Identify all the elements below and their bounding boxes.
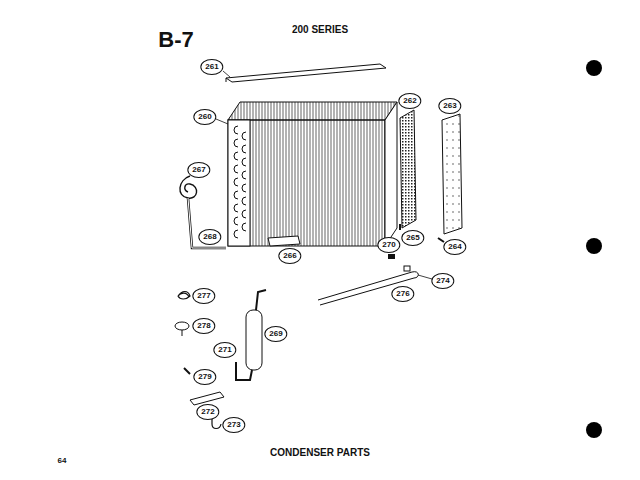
callout-number: 266 (278, 248, 301, 264)
receiver (246, 310, 262, 370)
hairpin-tube (318, 272, 418, 305)
figure-caption: CONDENSER PARTS (270, 448, 370, 458)
callout-number: 271 (213, 342, 236, 358)
callout-number: 270 (377, 237, 400, 253)
return-bends (234, 126, 246, 238)
page-number: 64 (58, 457, 67, 465)
return-bend (242, 210, 246, 218)
leader-line (418, 275, 432, 279)
washer-edge (182, 330, 183, 336)
l-tube (188, 198, 226, 248)
return-bend (242, 171, 246, 179)
l-tube-inner (188, 198, 226, 248)
return-bend (234, 217, 238, 225)
return-bend (242, 223, 246, 231)
pad (268, 236, 300, 246)
coil-tube-sheet (228, 120, 250, 246)
return-bend (234, 165, 238, 173)
nut (388, 254, 395, 259)
callout-number: 263 (438, 98, 461, 114)
tube-loop (180, 176, 197, 198)
return-bend (242, 145, 246, 153)
leader-line (223, 71, 230, 77)
return-bend (234, 139, 238, 147)
punch-hole (586, 238, 602, 254)
callout-number: 260 (193, 109, 216, 125)
callout-number: 274 (431, 273, 454, 289)
return-bend (234, 230, 238, 238)
return-bend (234, 126, 238, 134)
top-bar-edge (226, 78, 227, 82)
return-bend (234, 178, 238, 186)
return-bend (234, 152, 238, 160)
leader-line (216, 119, 228, 124)
screw (438, 238, 444, 242)
callout-number: 272 (196, 404, 219, 420)
coil-front (228, 120, 385, 246)
callout-number: 268 (198, 229, 221, 245)
return-bend (234, 204, 238, 212)
callout-number: 279 (193, 369, 216, 385)
figure-code: B-7 (158, 29, 193, 51)
callout-number: 278 (192, 318, 215, 334)
punch-hole (586, 422, 602, 438)
return-bend (242, 158, 246, 166)
screw (184, 368, 190, 374)
callout-number: 277 (192, 288, 215, 304)
callout-number: 265 (401, 230, 424, 246)
callout-number: 273 (222, 417, 245, 433)
return-bend (234, 191, 238, 199)
coil-end-plate (385, 102, 397, 246)
inlet-tube (256, 290, 266, 310)
callout-number: 267 (187, 162, 210, 178)
coil-top (228, 102, 397, 120)
side-panel (442, 114, 462, 234)
callout-number: 264 (443, 239, 466, 255)
punch-hole (586, 60, 602, 76)
top-bar (226, 64, 386, 82)
spring-clip (178, 292, 190, 300)
washer (175, 322, 189, 330)
filter-screen (400, 110, 416, 228)
callout-number: 269 (264, 326, 287, 342)
outlet-tube (236, 362, 252, 380)
callout-number: 262 (398, 93, 421, 109)
return-bend (242, 197, 246, 205)
fitting (404, 266, 410, 271)
return-bend (242, 132, 246, 140)
bolt (399, 224, 401, 230)
callout-number: 261 (200, 59, 223, 75)
callout-number: 276 (391, 286, 414, 302)
series-title: 200 SERIES (292, 25, 348, 35)
return-bend (242, 184, 246, 192)
